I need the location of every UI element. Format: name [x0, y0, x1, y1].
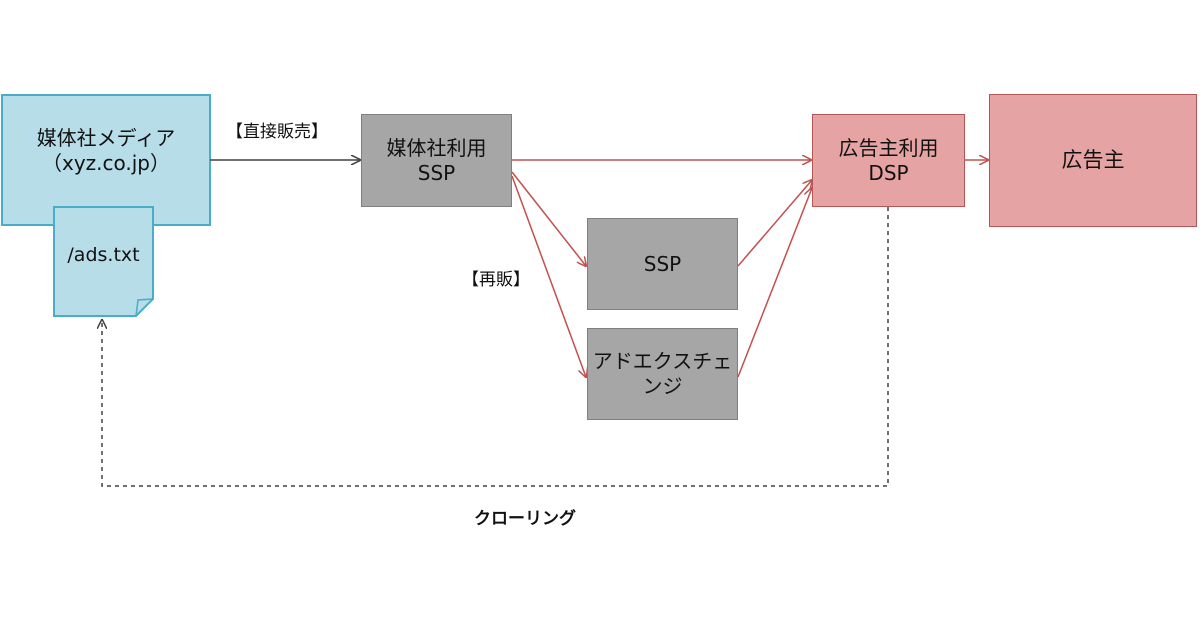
- ads-txt-fold-corner: [135, 298, 154, 317]
- crawling-label: クローリング: [474, 509, 576, 529]
- ssp-label: SSP: [643, 251, 682, 276]
- resale-label: 【再販】: [462, 270, 530, 290]
- publisher-media-node: 媒体社メディア （xyz.co.jp）: [2, 95, 210, 207]
- publisher-media-domain: （xyz.co.jp）: [41, 151, 171, 175]
- publisher-media-name: 媒体社メディア: [36, 126, 176, 150]
- ads-txt-label: /ads.txt: [67, 244, 140, 267]
- pub-ssp-to-ssp-arrow: [511, 171, 586, 266]
- ad-exchange-label-line1: アドエクスチェ: [592, 349, 733, 373]
- crawling-arrow: [102, 207, 889, 487]
- advertiser-dsp-label-line2: DSP: [868, 160, 909, 185]
- advertiser-dsp-label-line1: 広告主利用: [838, 135, 939, 160]
- direct-sales-label: 【直接販売】: [226, 122, 328, 142]
- pub-ssp-to-exchange-arrow: [511, 175, 586, 377]
- ad-exchange-label-line2: ンジ: [642, 374, 683, 398]
- ads-txt-document-icon: [53, 206, 154, 317]
- advertiser-node: 広告主: [989, 94, 1197, 227]
- publisher-ssp-node: 媒体社利用 SSP: [361, 114, 512, 207]
- ssp-node: SSP: [587, 218, 738, 310]
- publisher-ssp-label-line1: 媒体社利用: [386, 135, 487, 160]
- ad-exchange-node: アドエクスチェ ンジ: [587, 328, 738, 420]
- advertiser-label: 広告主: [1061, 148, 1125, 173]
- ssp-to-dsp-arrow: [737, 180, 812, 267]
- publisher-ssp-label-line2: SSP: [417, 160, 456, 185]
- exchange-to-dsp-arrow: [737, 188, 812, 378]
- publisher-box-shape: [1, 94, 211, 226]
- ads-txt-node: /ads.txt: [54, 236, 153, 276]
- advertiser-dsp-node: 広告主利用 DSP: [812, 114, 965, 207]
